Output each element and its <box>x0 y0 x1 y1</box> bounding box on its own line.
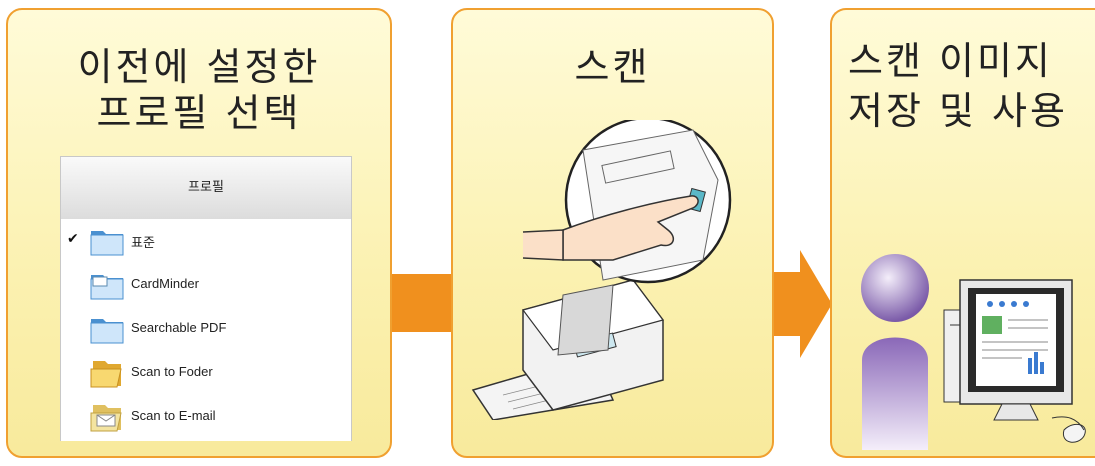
title-line-2: 프로필 선택 <box>8 90 390 136</box>
profile-item-label: Scan to Foder <box>131 364 213 379</box>
profile-item-label: 표준 <box>131 232 155 251</box>
user-computer-illustration <box>852 240 1095 450</box>
step-title-select-profile: 이전에 설정한 프로필 선택 <box>8 44 390 136</box>
card-folder-icon <box>89 267 125 301</box>
open-folder-icon <box>89 355 125 389</box>
step-panel-scan: 스캔 <box>451 8 774 458</box>
folder-icon <box>89 223 125 257</box>
step-title-scan: 스캔 <box>453 44 772 90</box>
profile-item-scan-to-folder[interactable]: Scan to Foder <box>61 353 351 393</box>
profile-item-label: CardMinder <box>131 276 199 291</box>
arrow-right-icon <box>392 264 452 344</box>
title-line-1: 스캔 이미지 <box>848 36 1095 86</box>
profile-item-standard[interactable]: ✔ 표준 <box>61 221 351 261</box>
arrow-right-icon <box>774 250 832 358</box>
profile-list: 프로필 ✔ 표준 CardMinder Searchable PDF <box>60 156 352 441</box>
email-icon <box>89 399 125 433</box>
profile-item-searchable-pdf[interactable]: Searchable PDF <box>61 309 351 349</box>
step-title-save-use: 스캔 이미지 저장 및 사용 <box>832 36 1095 136</box>
profile-list-header: 프로필 <box>61 157 351 219</box>
checkmark-icon: ✔ <box>67 231 79 247</box>
profile-item-label: Scan to E-mail <box>131 408 216 423</box>
scanner-illustration <box>463 120 763 420</box>
title-line-1: 스캔 <box>453 44 772 90</box>
step-panel-save-use: 스캔 이미지 저장 및 사용 <box>830 8 1095 458</box>
profile-item-scan-to-email[interactable]: Scan to E-mail <box>61 397 351 437</box>
profile-item-cardminder[interactable]: CardMinder <box>61 265 351 305</box>
title-line-1: 이전에 설정한 <box>8 44 390 90</box>
step-panel-select-profile: 이전에 설정한 프로필 선택 프로필 ✔ 표준 CardMinder <box>6 8 392 458</box>
folder-icon <box>89 311 125 345</box>
profile-item-label: Searchable PDF <box>131 320 226 335</box>
title-line-2: 저장 및 사용 <box>848 86 1095 136</box>
